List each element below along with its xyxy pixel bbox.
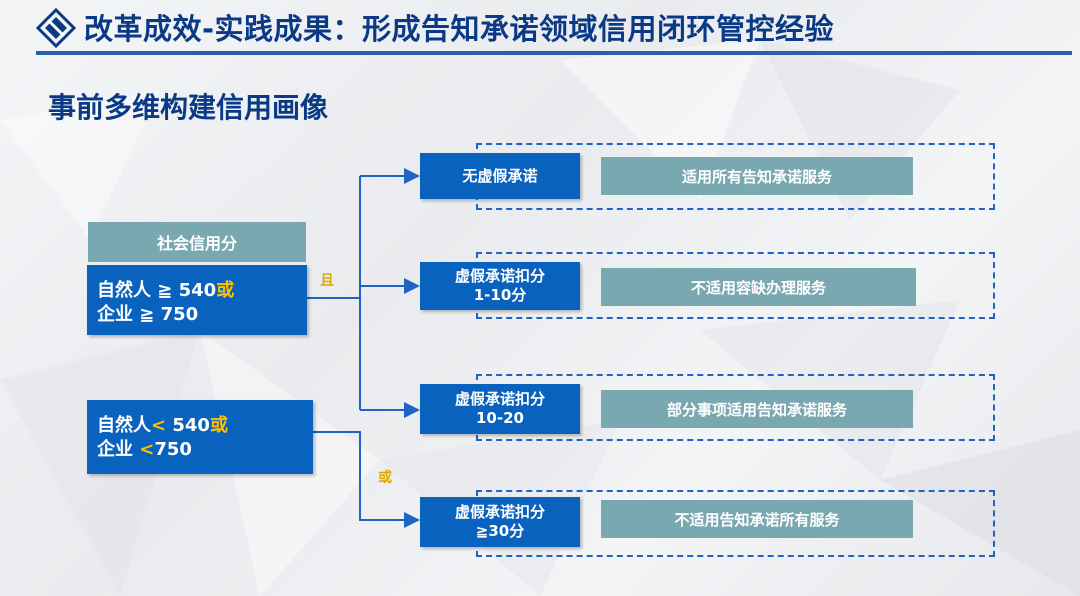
condition-low-value2: 750 <box>154 439 192 460</box>
condition-low-op1: < <box>151 415 167 436</box>
branch-2-result: 不适用容缺办理服务 <box>601 268 916 306</box>
condition-low-value1: 540 <box>166 415 210 436</box>
branch-3-button: 虚假承诺扣分 10-20 <box>420 384 580 434</box>
condition-high-line2: 企业 ≧ 750 <box>97 304 199 325</box>
branch-4-button: 虚假承诺扣分 ≧30分 <box>420 497 580 547</box>
branch-3-line1: 虚假承诺扣分 <box>454 390 545 408</box>
section-subtitle: 事前多维构建信用画像 <box>48 91 329 124</box>
branch-1-result: 适用所有告知承诺服务 <box>601 157 913 195</box>
page-title: 改革成效-实践成果：形成告知承诺领域信用闭环管控经验 <box>84 12 835 46</box>
header: 改革成效-实践成果：形成告知承诺领域信用闭环管控经验 <box>0 0 1080 55</box>
or-tag: 或 <box>378 470 392 486</box>
branch-3-line2: 10-20 <box>476 409 524 427</box>
condition-low-or: 或 <box>209 415 228 436</box>
condition-low-line2: 企业 <box>97 439 140 460</box>
branch-2-line1: 虚假承诺扣分 <box>454 267 545 285</box>
credit-score-label: 社会信用分 <box>88 222 306 262</box>
branch-3-result: 部分事项适用告知承诺服务 <box>601 390 913 428</box>
condition-low-op2: < <box>139 439 155 460</box>
branch-2-button: 虚假承诺扣分 1-10分 <box>420 262 580 310</box>
branch-2-line2: 1-10分 <box>473 286 527 304</box>
condition-high-box: 自然人 ≧ 540或 企业 ≧ 750 <box>87 265 307 335</box>
branch-1-button: 无虚假承诺 <box>420 153 580 199</box>
branch-4-line2: ≧30分 <box>475 522 525 540</box>
header-divider <box>36 51 1072 55</box>
branch-4-line1: 虚假承诺扣分 <box>454 503 545 521</box>
condition-low-box: 自然人< 540或 企业 <750 <box>87 400 313 474</box>
and-tag: 且 <box>320 273 334 289</box>
branch-1-line1: 无虚假承诺 <box>462 166 538 185</box>
condition-high-or: 或 <box>216 280 235 301</box>
logo-icon <box>36 8 76 48</box>
condition-high-line1: 自然人 ≧ 540 <box>97 280 217 301</box>
branch-4-result: 不适用告知承诺所有服务 <box>601 500 913 538</box>
condition-low-line1: 自然人 <box>97 415 151 436</box>
